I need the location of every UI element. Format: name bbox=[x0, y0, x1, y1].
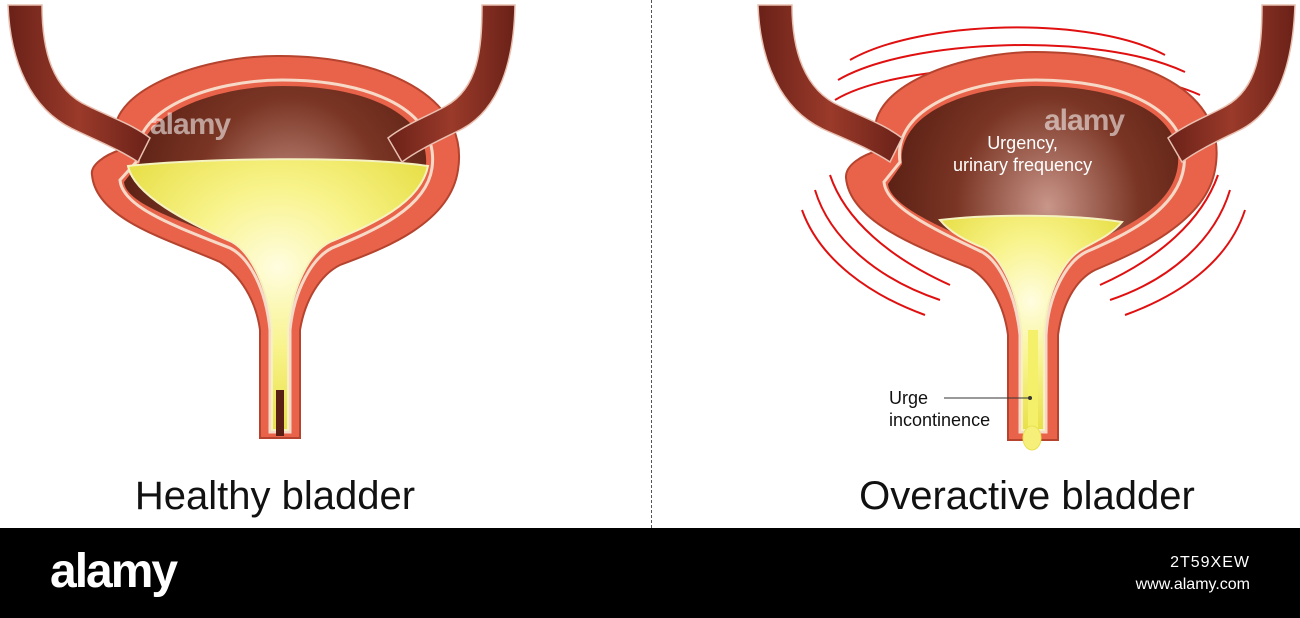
overactive-bladder bbox=[757, 4, 1296, 451]
panel-divider bbox=[651, 0, 652, 528]
healthy-bladder-caption: Healthy bladder bbox=[134, 474, 416, 518]
watermark: alamy bbox=[150, 108, 231, 141]
urge-incontinence-label: Urge incontinence bbox=[889, 387, 990, 431]
stock-banner: alamy 2T59XEW www.alamy.com bbox=[0, 528, 1300, 618]
site-url: www.alamy.com bbox=[1135, 576, 1250, 593]
watermark: alamy bbox=[1044, 104, 1125, 137]
bladder-illustrations bbox=[7, 4, 1296, 451]
urgency-label: Urgency, urinary frequency bbox=[953, 132, 1092, 176]
overactive-bladder-caption: Overactive bladder bbox=[859, 474, 1195, 518]
urge-incontinence-text: Urge incontinence bbox=[889, 388, 991, 430]
diagram-stage: alamy alamy Urgency, urinary frequency U… bbox=[7, 0, 1296, 528]
image-id: 2T59XEW bbox=[1170, 554, 1250, 571]
healthy-bladder bbox=[7, 4, 516, 439]
urgency-label-text: Urgency, urinary frequency bbox=[953, 133, 1093, 175]
alamy-logo: alamy bbox=[50, 545, 178, 598]
